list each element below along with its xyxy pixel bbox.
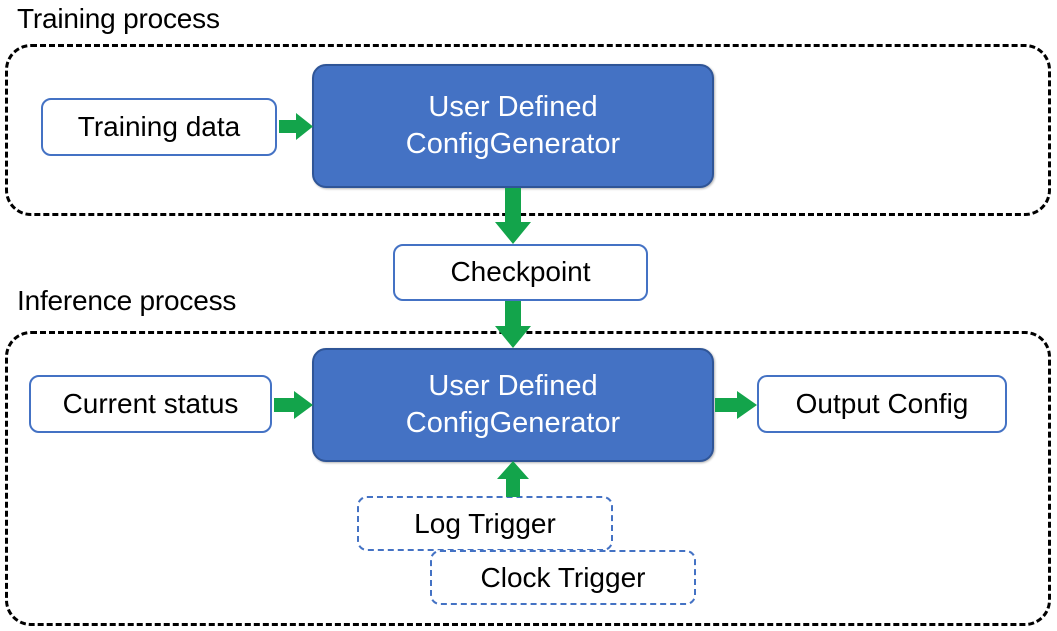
node-clock-trigger[interactable]: Clock Trigger bbox=[430, 550, 696, 605]
node-generator-training-line2: ConfigGenerator bbox=[405, 128, 621, 160]
node-output-config[interactable]: Output Config bbox=[757, 375, 1007, 433]
node-output-config-label: Output Config bbox=[795, 387, 969, 419]
node-training-data[interactable]: Training data bbox=[41, 98, 277, 156]
node-log-trigger[interactable]: Log Trigger bbox=[357, 496, 613, 551]
inference-process-label: Inference process bbox=[17, 285, 237, 316]
training-process-label: Training process bbox=[17, 3, 220, 34]
node-generator-training-line1: User Defined bbox=[428, 90, 598, 123]
node-current-status-label: Current status bbox=[62, 387, 239, 419]
node-generator-inference-line1: User Defined bbox=[428, 369, 598, 402]
node-checkpoint-label: Checkpoint bbox=[450, 256, 591, 288]
node-current-status[interactable]: Current status bbox=[29, 375, 272, 433]
node-user-defined-configgenerator-training[interactable]: User Defined ConfigGenerator bbox=[312, 64, 714, 188]
node-checkpoint[interactable]: Checkpoint bbox=[393, 244, 648, 301]
node-training-data-label: Training data bbox=[77, 110, 241, 142]
node-generator-inference-line2: ConfigGenerator bbox=[405, 407, 621, 439]
node-log-trigger-label: Log Trigger bbox=[414, 507, 556, 539]
node-user-defined-configgenerator-inference[interactable]: User Defined ConfigGenerator bbox=[312, 348, 714, 462]
node-clock-trigger-label: Clock Trigger bbox=[480, 561, 646, 593]
